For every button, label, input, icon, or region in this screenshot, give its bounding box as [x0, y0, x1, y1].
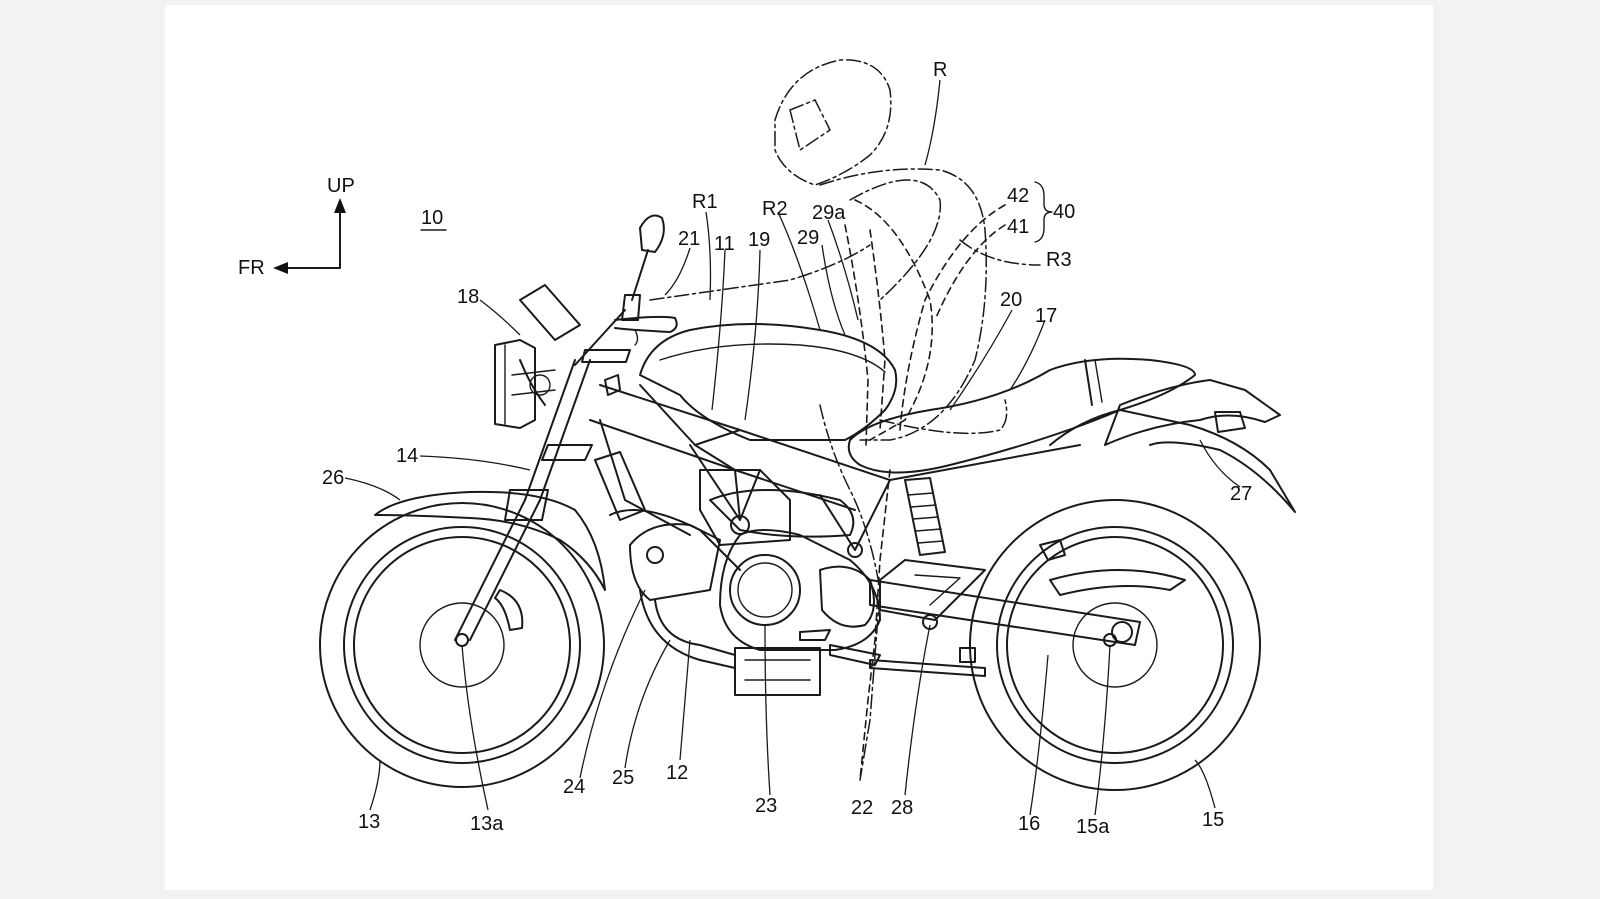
frame-joint-mid [847, 542, 863, 558]
rider-arm [849, 179, 942, 301]
label-16: 16 [1018, 813, 1040, 835]
label-20: 20 [1000, 289, 1022, 311]
front-hub [419, 602, 505, 688]
label-40: 40 [1053, 201, 1075, 223]
front-fender [374, 490, 606, 591]
label-r1: R1 [692, 191, 718, 213]
label-27: 27 [1230, 483, 1252, 505]
mirror [639, 214, 665, 253]
rider-torso [819, 168, 987, 441]
rider-leg [819, 404, 881, 781]
label-24: 24 [563, 776, 585, 798]
helmet-visor [789, 99, 831, 152]
label-13a: 13a [470, 813, 504, 835]
clutch-cover [819, 565, 875, 628]
label-r2: R2 [762, 198, 788, 220]
drawing-sheet: UP FR 10 R R1 R2 29a 29 42 41 40 R3 21 1… [165, 5, 1433, 890]
rider-thigh [879, 399, 1008, 435]
reference-labels: UP FR 10 R R1 R2 29a 29 42 41 40 R3 21 1… [238, 59, 1252, 838]
label-23: 23 [755, 795, 777, 817]
motorcycle-patent-drawing: UP FR 10 R R1 R2 29a 29 42 41 40 R3 21 1… [238, 59, 1296, 838]
handlebar-grip [614, 315, 678, 333]
crankcase [719, 529, 881, 651]
label-14: 14 [396, 445, 418, 467]
label-11: 11 [714, 233, 735, 255]
rider-outline [649, 59, 1041, 781]
headlight [494, 339, 536, 429]
up-arrow-head [334, 198, 346, 213]
rear-tire-inner [996, 526, 1234, 764]
brake-pedal [829, 644, 881, 666]
rear-tire-outer [969, 499, 1261, 791]
label-21: 21 [678, 228, 700, 250]
hidden-lines [844, 199, 1006, 781]
label-18: 18 [457, 286, 479, 308]
front-rim [353, 536, 571, 754]
rear-shock [904, 477, 1066, 561]
orientation-indicator [273, 198, 346, 274]
headlight-assembly [494, 284, 581, 429]
front-brake-caliper [494, 589, 524, 631]
label-17: 17 [1035, 305, 1057, 327]
pivot-plate [879, 559, 986, 621]
front-fork [454, 309, 631, 641]
chain-guard [1049, 569, 1186, 596]
label-15: 15 [1202, 809, 1224, 831]
front-tire-outer [319, 502, 605, 788]
generator-cover-inner [737, 562, 793, 618]
label-up: UP [327, 175, 355, 197]
rear-fender [1049, 409, 1296, 513]
label-r3: R3 [1046, 249, 1072, 271]
label-41: 41 [1007, 216, 1029, 238]
front-wheel [319, 502, 605, 788]
leader-lines [344, 79, 1241, 816]
fuel-tank [639, 323, 898, 441]
label-figure-number: 10 [421, 207, 443, 229]
label-22: 22 [851, 797, 873, 819]
label-12: 12 [666, 762, 688, 784]
label-15a: 15a [1076, 816, 1110, 838]
label-42: 42 [1007, 185, 1029, 207]
label-29: 29 [797, 227, 819, 249]
swing-arm [869, 579, 1141, 646]
label-13: 13 [358, 811, 380, 833]
rear-wheel [969, 499, 1261, 791]
frame [589, 374, 1081, 630]
handlebar-assembly [614, 214, 678, 346]
footrest-bar [869, 659, 986, 677]
rear-hub [1072, 602, 1158, 688]
group-brace-40 [1034, 181, 1053, 243]
front-tire-inner [343, 526, 581, 764]
footpeg-mount [922, 614, 938, 630]
engine-front-cylinder [629, 523, 721, 601]
meter [519, 284, 581, 341]
rear-cowl [1104, 379, 1281, 446]
seat-strap [1084, 359, 1093, 406]
tail-light [1214, 411, 1246, 433]
exhaust-pipe [654, 599, 736, 656]
engine [629, 469, 881, 696]
front-arrow-head [273, 262, 288, 274]
label-19: 19 [748, 229, 770, 251]
oil-pan [734, 647, 821, 696]
side-cover [594, 451, 646, 521]
label-r: R [933, 59, 947, 81]
generator-cover-outer [729, 554, 801, 626]
label-fr: FR [238, 257, 265, 279]
label-29a: 29a [812, 202, 846, 224]
rear-rim [1006, 536, 1224, 754]
swing-arm-pivot-rear [1111, 621, 1133, 643]
rider-forearm [649, 244, 871, 301]
rider-helmet [774, 59, 892, 186]
r3-line [959, 239, 1041, 266]
label-26: 26 [322, 467, 344, 489]
label-25: 25 [612, 767, 634, 789]
label-28: 28 [891, 797, 913, 819]
seat [847, 357, 1196, 474]
engine-rear-cylinder [699, 469, 791, 546]
cylinder-head [709, 489, 855, 538]
